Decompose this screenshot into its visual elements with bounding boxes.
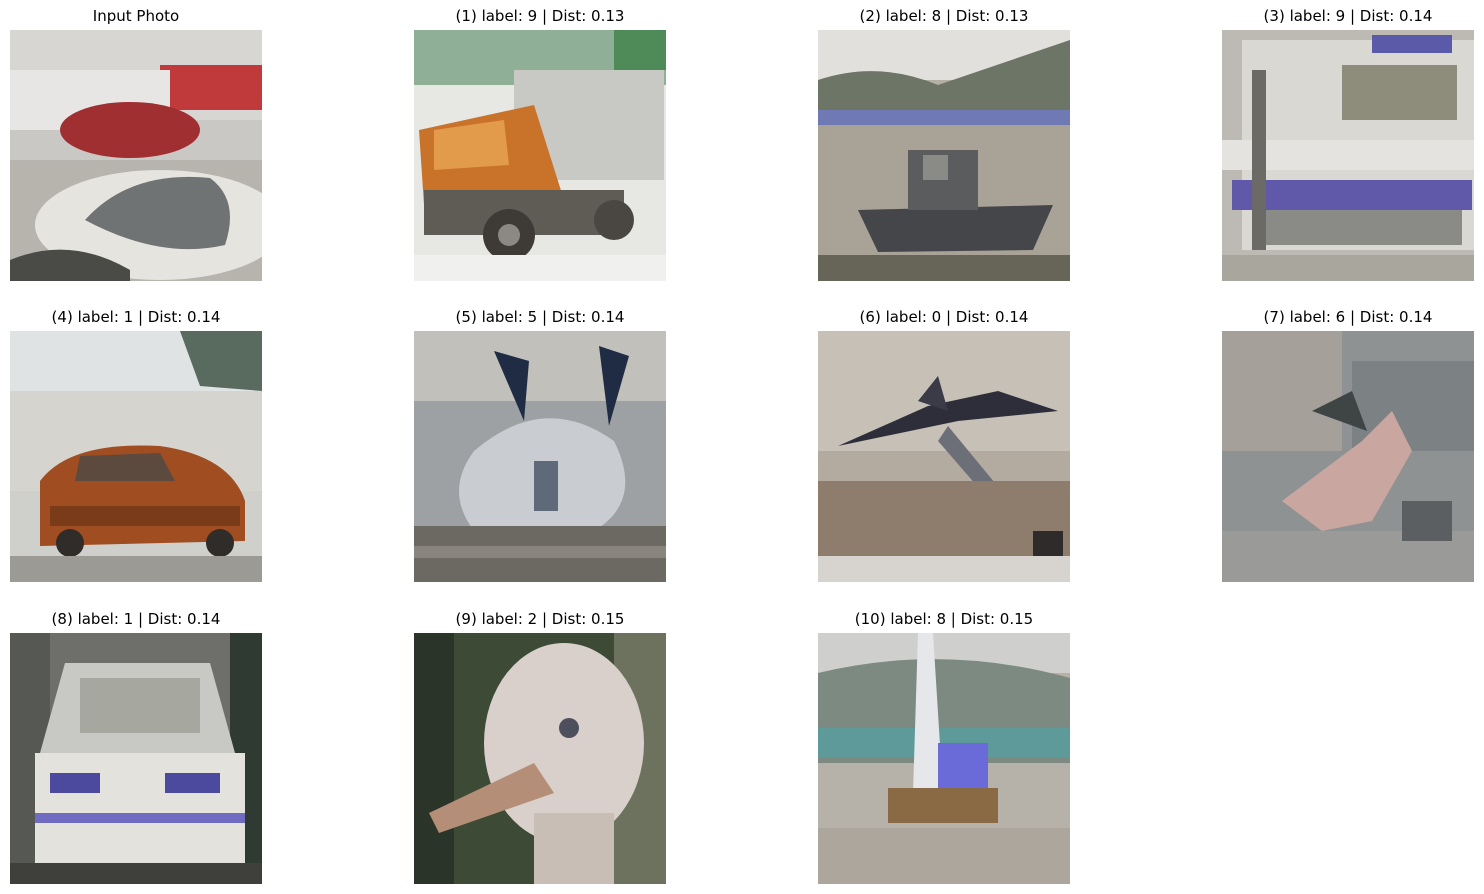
result-photo — [10, 633, 262, 884]
result-photo — [414, 30, 666, 281]
query-panel: Input Photo — [10, 8, 262, 281]
result-panel: (1) label: 9 | Dist: 0.13 — [414, 8, 666, 281]
result-title: (9) label: 2 | Dist: 0.15 — [455, 610, 625, 628]
result-panel: (9) label: 2 | Dist: 0.15 — [414, 611, 666, 884]
query-photo — [10, 30, 262, 281]
result-photo — [414, 331, 666, 582]
result-title: (1) label: 9 | Dist: 0.13 — [455, 7, 625, 25]
result-panel: (5) label: 5 | Dist: 0.14 — [414, 309, 666, 582]
result-panel: (7) label: 6 | Dist: 0.14 — [1222, 309, 1474, 582]
result-panel: (6) label: 0 | Dist: 0.14 — [818, 309, 1070, 582]
result-title: (2) label: 8 | Dist: 0.13 — [859, 7, 1029, 25]
result-photo — [10, 331, 262, 582]
result-panel: (3) label: 9 | Dist: 0.14 — [1222, 8, 1474, 281]
result-photo — [1222, 331, 1474, 582]
result-title: (4) label: 1 | Dist: 0.14 — [51, 308, 221, 326]
result-panel: (10) label: 8 | Dist: 0.15 — [818, 611, 1070, 884]
result-panel: (4) label: 1 | Dist: 0.14 — [10, 309, 262, 582]
result-photo — [818, 633, 1070, 884]
result-panel: (2) label: 8 | Dist: 0.13 — [818, 8, 1070, 281]
result-photo — [1222, 30, 1474, 281]
result-photo — [818, 331, 1070, 582]
result-title: (7) label: 6 | Dist: 0.14 — [1263, 308, 1433, 326]
result-photo — [414, 633, 666, 884]
result-photo — [818, 30, 1070, 281]
result-panel: (8) label: 1 | Dist: 0.14 — [10, 611, 262, 884]
result-title: (6) label: 0 | Dist: 0.14 — [859, 308, 1029, 326]
result-title: (8) label: 1 | Dist: 0.14 — [51, 610, 221, 628]
result-title: (10) label: 8 | Dist: 0.15 — [854, 610, 1034, 628]
query-title: Input Photo — [92, 7, 180, 25]
result-title: (5) label: 5 | Dist: 0.14 — [455, 308, 625, 326]
result-title: (3) label: 9 | Dist: 0.14 — [1263, 7, 1433, 25]
